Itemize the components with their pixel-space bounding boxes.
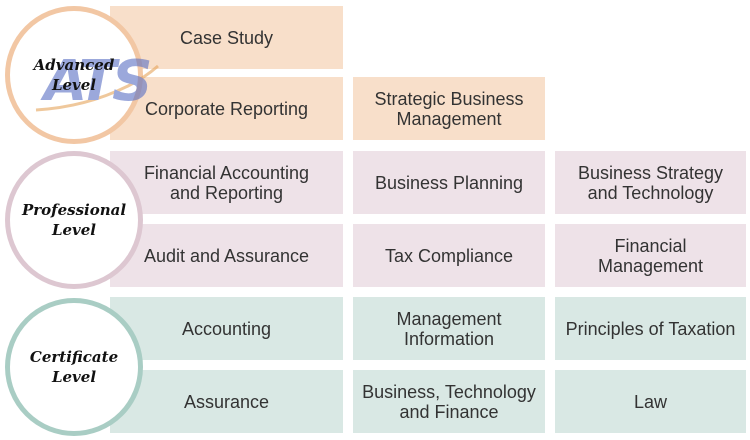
module-label: Tax Compliance	[384, 245, 514, 266]
module-label: Law	[633, 391, 668, 412]
module-label: Strategic Business Management	[374, 88, 524, 129]
level-circle-advanced: Advanced Level	[5, 6, 143, 144]
module-principles-of-taxation: Principles of Taxation	[555, 297, 746, 360]
level-label-certificate: Certificate Level	[29, 348, 119, 386]
module-assurance: Assurance	[110, 370, 343, 433]
module-label: Financial Accounting and Reporting	[143, 162, 310, 203]
module-label: Case Study	[179, 27, 274, 48]
module-strategic-business-management: Strategic Business Management	[353, 77, 545, 140]
module-label: Business Strategy and Technology	[577, 162, 724, 203]
module-label: Financial Management	[597, 235, 704, 276]
module-label: Business, Technology and Finance	[362, 381, 536, 422]
module-label: Management Information	[396, 308, 502, 349]
module-business-technology-finance: Business, Technology and Finance	[353, 370, 545, 433]
module-tax-compliance: Tax Compliance	[353, 224, 545, 287]
module-label: Corporate Reporting	[144, 98, 309, 119]
module-business-strategy-technology: Business Strategy and Technology	[555, 151, 746, 214]
level-circle-professional: Professional Level	[5, 151, 143, 289]
module-business-planning: Business Planning	[353, 151, 545, 214]
module-label: Accounting	[181, 318, 272, 339]
module-label: Audit and Assurance	[143, 245, 310, 266]
module-law: Law	[555, 370, 746, 433]
module-financial-accounting-reporting: Financial Accounting and Reporting	[110, 151, 343, 214]
module-case-study: Case Study	[110, 6, 343, 69]
module-audit-assurance: Audit and Assurance	[110, 224, 343, 287]
level-label-professional: Professional Level	[21, 201, 127, 239]
module-management-information: Management Information	[353, 297, 545, 360]
module-label: Principles of Taxation	[565, 318, 736, 339]
module-accounting: Accounting	[110, 297, 343, 360]
module-corporate-reporting: Corporate Reporting	[110, 77, 343, 140]
module-financial-management: Financial Management	[555, 224, 746, 287]
level-label-advanced: Advanced Level	[33, 56, 115, 94]
level-circle-certificate: Certificate Level	[5, 298, 143, 436]
module-label: Business Planning	[374, 172, 524, 193]
module-label: Assurance	[183, 391, 270, 412]
